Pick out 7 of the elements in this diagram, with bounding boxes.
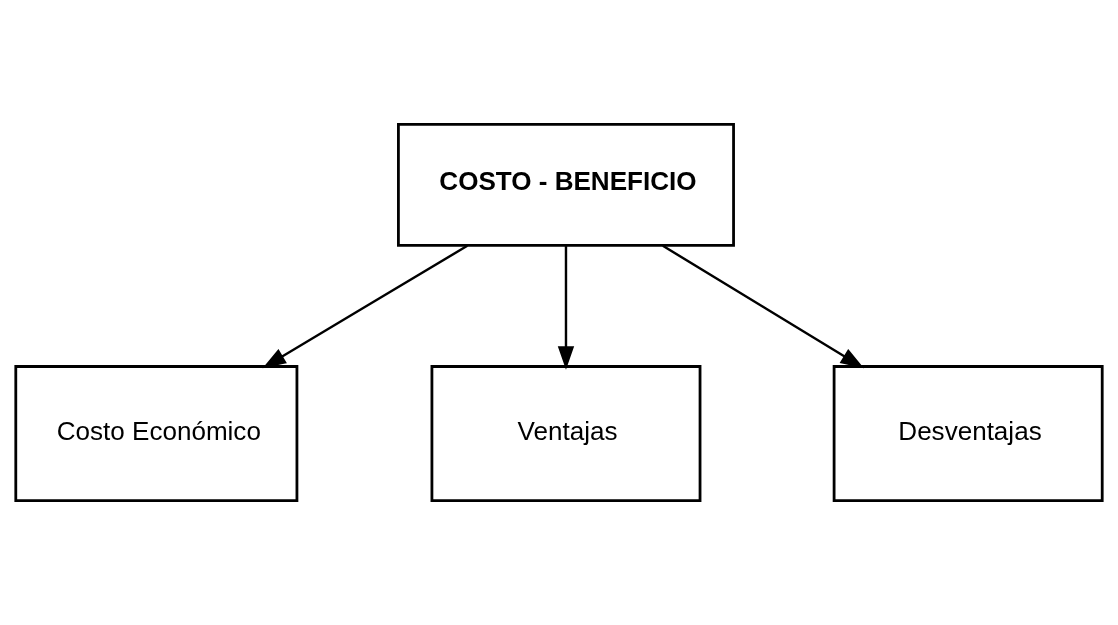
arrow [557, 246, 575, 370]
node-box: Ventajas [430, 365, 702, 502]
arrow [662, 244, 864, 369]
arrow [262, 244, 468, 369]
node-box: Desventajas [832, 365, 1104, 502]
node-box: Costo Económico [14, 365, 299, 502]
node-box: COSTO - BENEFICIO [397, 123, 735, 247]
